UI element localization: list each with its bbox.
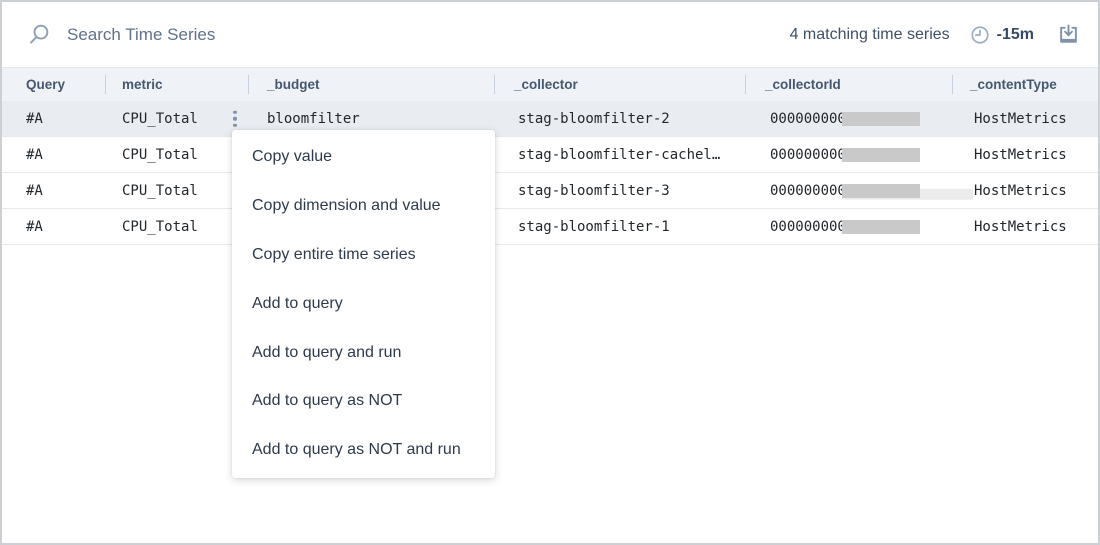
kebab-menu-icon[interactable] xyxy=(231,108,239,129)
download-button[interactable] xyxy=(1057,23,1080,46)
metric-cell: CPU_Total xyxy=(122,218,198,235)
table-row[interactable]: #A CPU_Total bloomfilter stag-bloomfilte… xyxy=(2,101,1098,137)
redaction-block xyxy=(842,183,920,198)
metric-cell: CPU_Total xyxy=(122,146,198,163)
collector-cell: stag-bloomfilter-3 xyxy=(518,182,670,199)
menu-item-copy-dimension-and-value[interactable]: Copy dimension and value xyxy=(252,197,441,215)
collector-cell: stag-bloomfilter-2 xyxy=(518,110,670,127)
query-cell: #A xyxy=(26,182,43,199)
collector-id-cell: 0000000000 xyxy=(770,110,855,127)
context-menu: Copy value Copy dimension and value Copy… xyxy=(232,130,495,478)
table-row[interactable]: #A CPU_Total stag-bloomfilter-1 00000000… xyxy=(2,209,1098,245)
menu-item-add-to-query-and-run[interactable]: Add to query and run xyxy=(252,343,402,361)
redaction-block xyxy=(842,219,920,234)
matching-count: 4 matching time series xyxy=(789,25,950,43)
collector-id-cell: 0000000000 xyxy=(770,182,855,199)
column-header-content-type: _contentType xyxy=(952,68,1098,101)
menu-item-copy-value[interactable]: Copy value xyxy=(252,148,333,166)
column-header-query: Query xyxy=(26,77,66,92)
collector-cell: stag-bloomfilter-cachel… xyxy=(518,146,721,163)
toolbar: 4 matching time series -15m xyxy=(2,2,1098,67)
toolbar-right: 4 matching time series -15m xyxy=(790,23,1080,46)
table-header-row: Query metric _budget _collector _collect… xyxy=(2,67,1098,101)
time-range-button[interactable]: -15m xyxy=(970,25,1034,45)
column-header-budget: _budget xyxy=(248,68,494,101)
clock-icon xyxy=(970,25,990,45)
menu-item-add-to-query[interactable]: Add to query xyxy=(252,294,343,312)
search-input[interactable] xyxy=(65,23,790,46)
query-cell: #A xyxy=(26,110,43,127)
query-cell: #A xyxy=(26,218,43,235)
column-header-metric: metric xyxy=(105,68,248,101)
table-row[interactable]: #A CPU_Total stag-bloomfilter-3 00000000… xyxy=(2,173,1098,209)
download-icon xyxy=(1057,23,1080,46)
content-type-cell: HostMetrics xyxy=(974,182,1067,199)
content-type-cell: HostMetrics xyxy=(974,218,1067,235)
table-row[interactable]: #A CPU_Total stag-bloomfilter-cachel… 00… xyxy=(2,137,1098,173)
redaction-block xyxy=(842,111,920,126)
collector-cell: stag-bloomfilter-1 xyxy=(518,218,670,235)
redaction-block xyxy=(842,147,920,162)
collector-id-cell: 0000000000 xyxy=(770,218,855,235)
metric-cell: CPU_Total xyxy=(122,182,198,199)
menu-item-copy-entire-time-series[interactable]: Copy entire time series xyxy=(252,245,416,263)
column-header-collector: _collector xyxy=(494,68,745,101)
menu-item-add-to-query-as-not-and-run[interactable]: Add to query as NOT and run xyxy=(252,441,461,459)
search-bar xyxy=(28,23,790,46)
collector-id-cell: 0000000000 xyxy=(770,146,855,163)
time-range-value: -15m xyxy=(996,25,1034,43)
content-type-cell: HostMetrics xyxy=(974,110,1067,127)
content-type-cell: HostMetrics xyxy=(974,146,1067,163)
column-header-collector-id: _collectorId xyxy=(745,68,952,101)
query-cell: #A xyxy=(26,146,43,163)
search-icon xyxy=(28,23,51,46)
budget-cell: bloomfilter xyxy=(267,110,360,127)
menu-item-add-to-query-as-not[interactable]: Add to query as NOT xyxy=(252,392,403,410)
metric-cell: CPU_Total xyxy=(122,110,198,127)
